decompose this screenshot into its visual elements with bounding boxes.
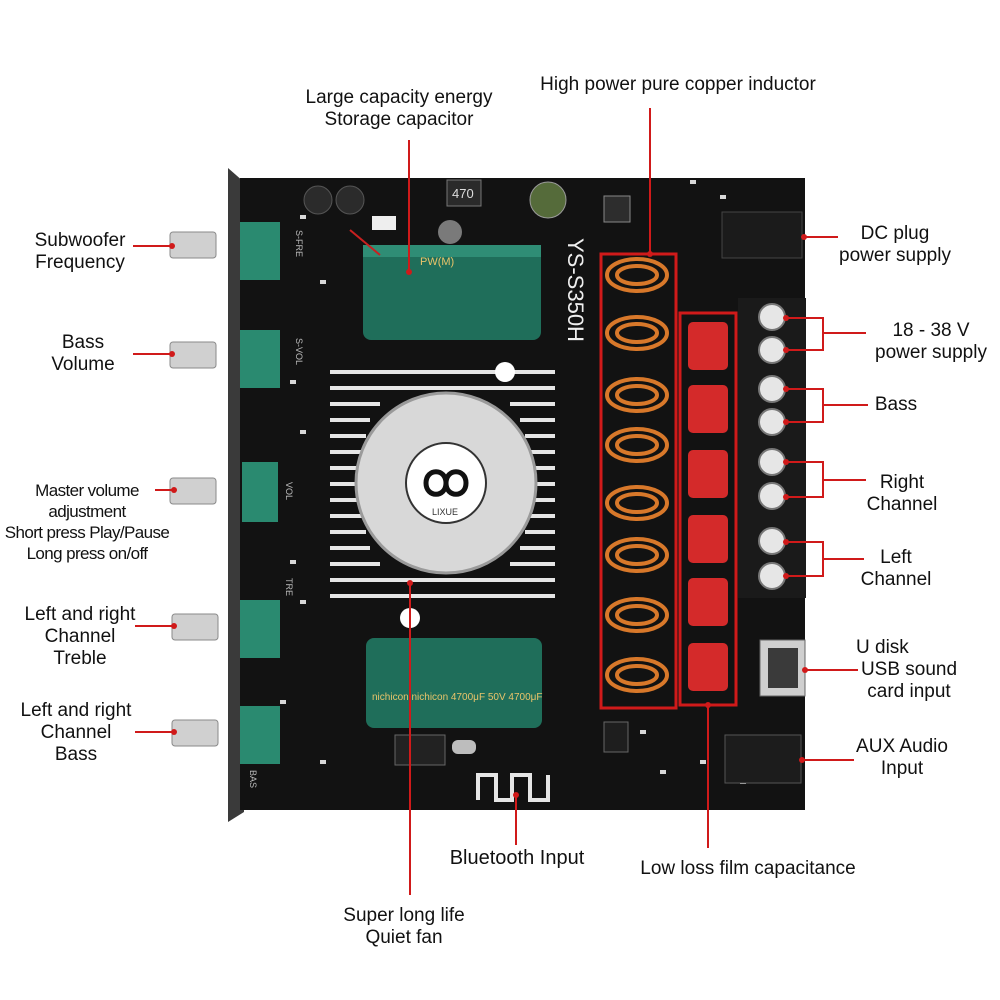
label-film-capacitance: Low loss film capacitance [640, 858, 856, 879]
label-bass-output: Bass [874, 394, 918, 415]
svg-text:PW(M): PW(M) [420, 256, 454, 268]
svg-text:nichicon nichicon 4700μF 50V: nichicon nichicon 4700μF 50V 4700μF [372, 692, 543, 703]
inductor-470-text: 470 [452, 186, 474, 201]
label-copper-inductor: High power pure copper inductor [540, 74, 816, 95]
pot-label-svol: S-VOL [294, 338, 304, 365]
pointer-dots [169, 234, 808, 798]
bluetooth-antenna [476, 773, 550, 802]
model-text: YS-S350H [563, 238, 588, 342]
pot-label-vol: VOL [284, 482, 294, 500]
pointer-lines [133, 108, 868, 895]
fan-brand-text: LIXUE [432, 507, 458, 517]
storage-capacitor-bottom: nichicon nichicon 4700μF 50V 4700μF [366, 638, 543, 728]
dc-jack [721, 211, 803, 259]
pot-label-tre: TRE [284, 578, 294, 596]
copper-inductors [605, 257, 669, 693]
storage-capacitor-top: PW(M) [363, 245, 541, 340]
knob-shafts [169, 231, 219, 747]
aux-jack [724, 734, 802, 784]
pot-blocks [240, 222, 280, 764]
label-bluetooth: Bluetooth Input [449, 847, 585, 869]
pot-label-sfre: S-FRE [294, 230, 304, 257]
pot-label-bas: BAS [248, 770, 258, 788]
heatsink-fins [330, 370, 555, 598]
film-capacitors [688, 322, 728, 691]
inductor-highlight-box [599, 252, 678, 710]
